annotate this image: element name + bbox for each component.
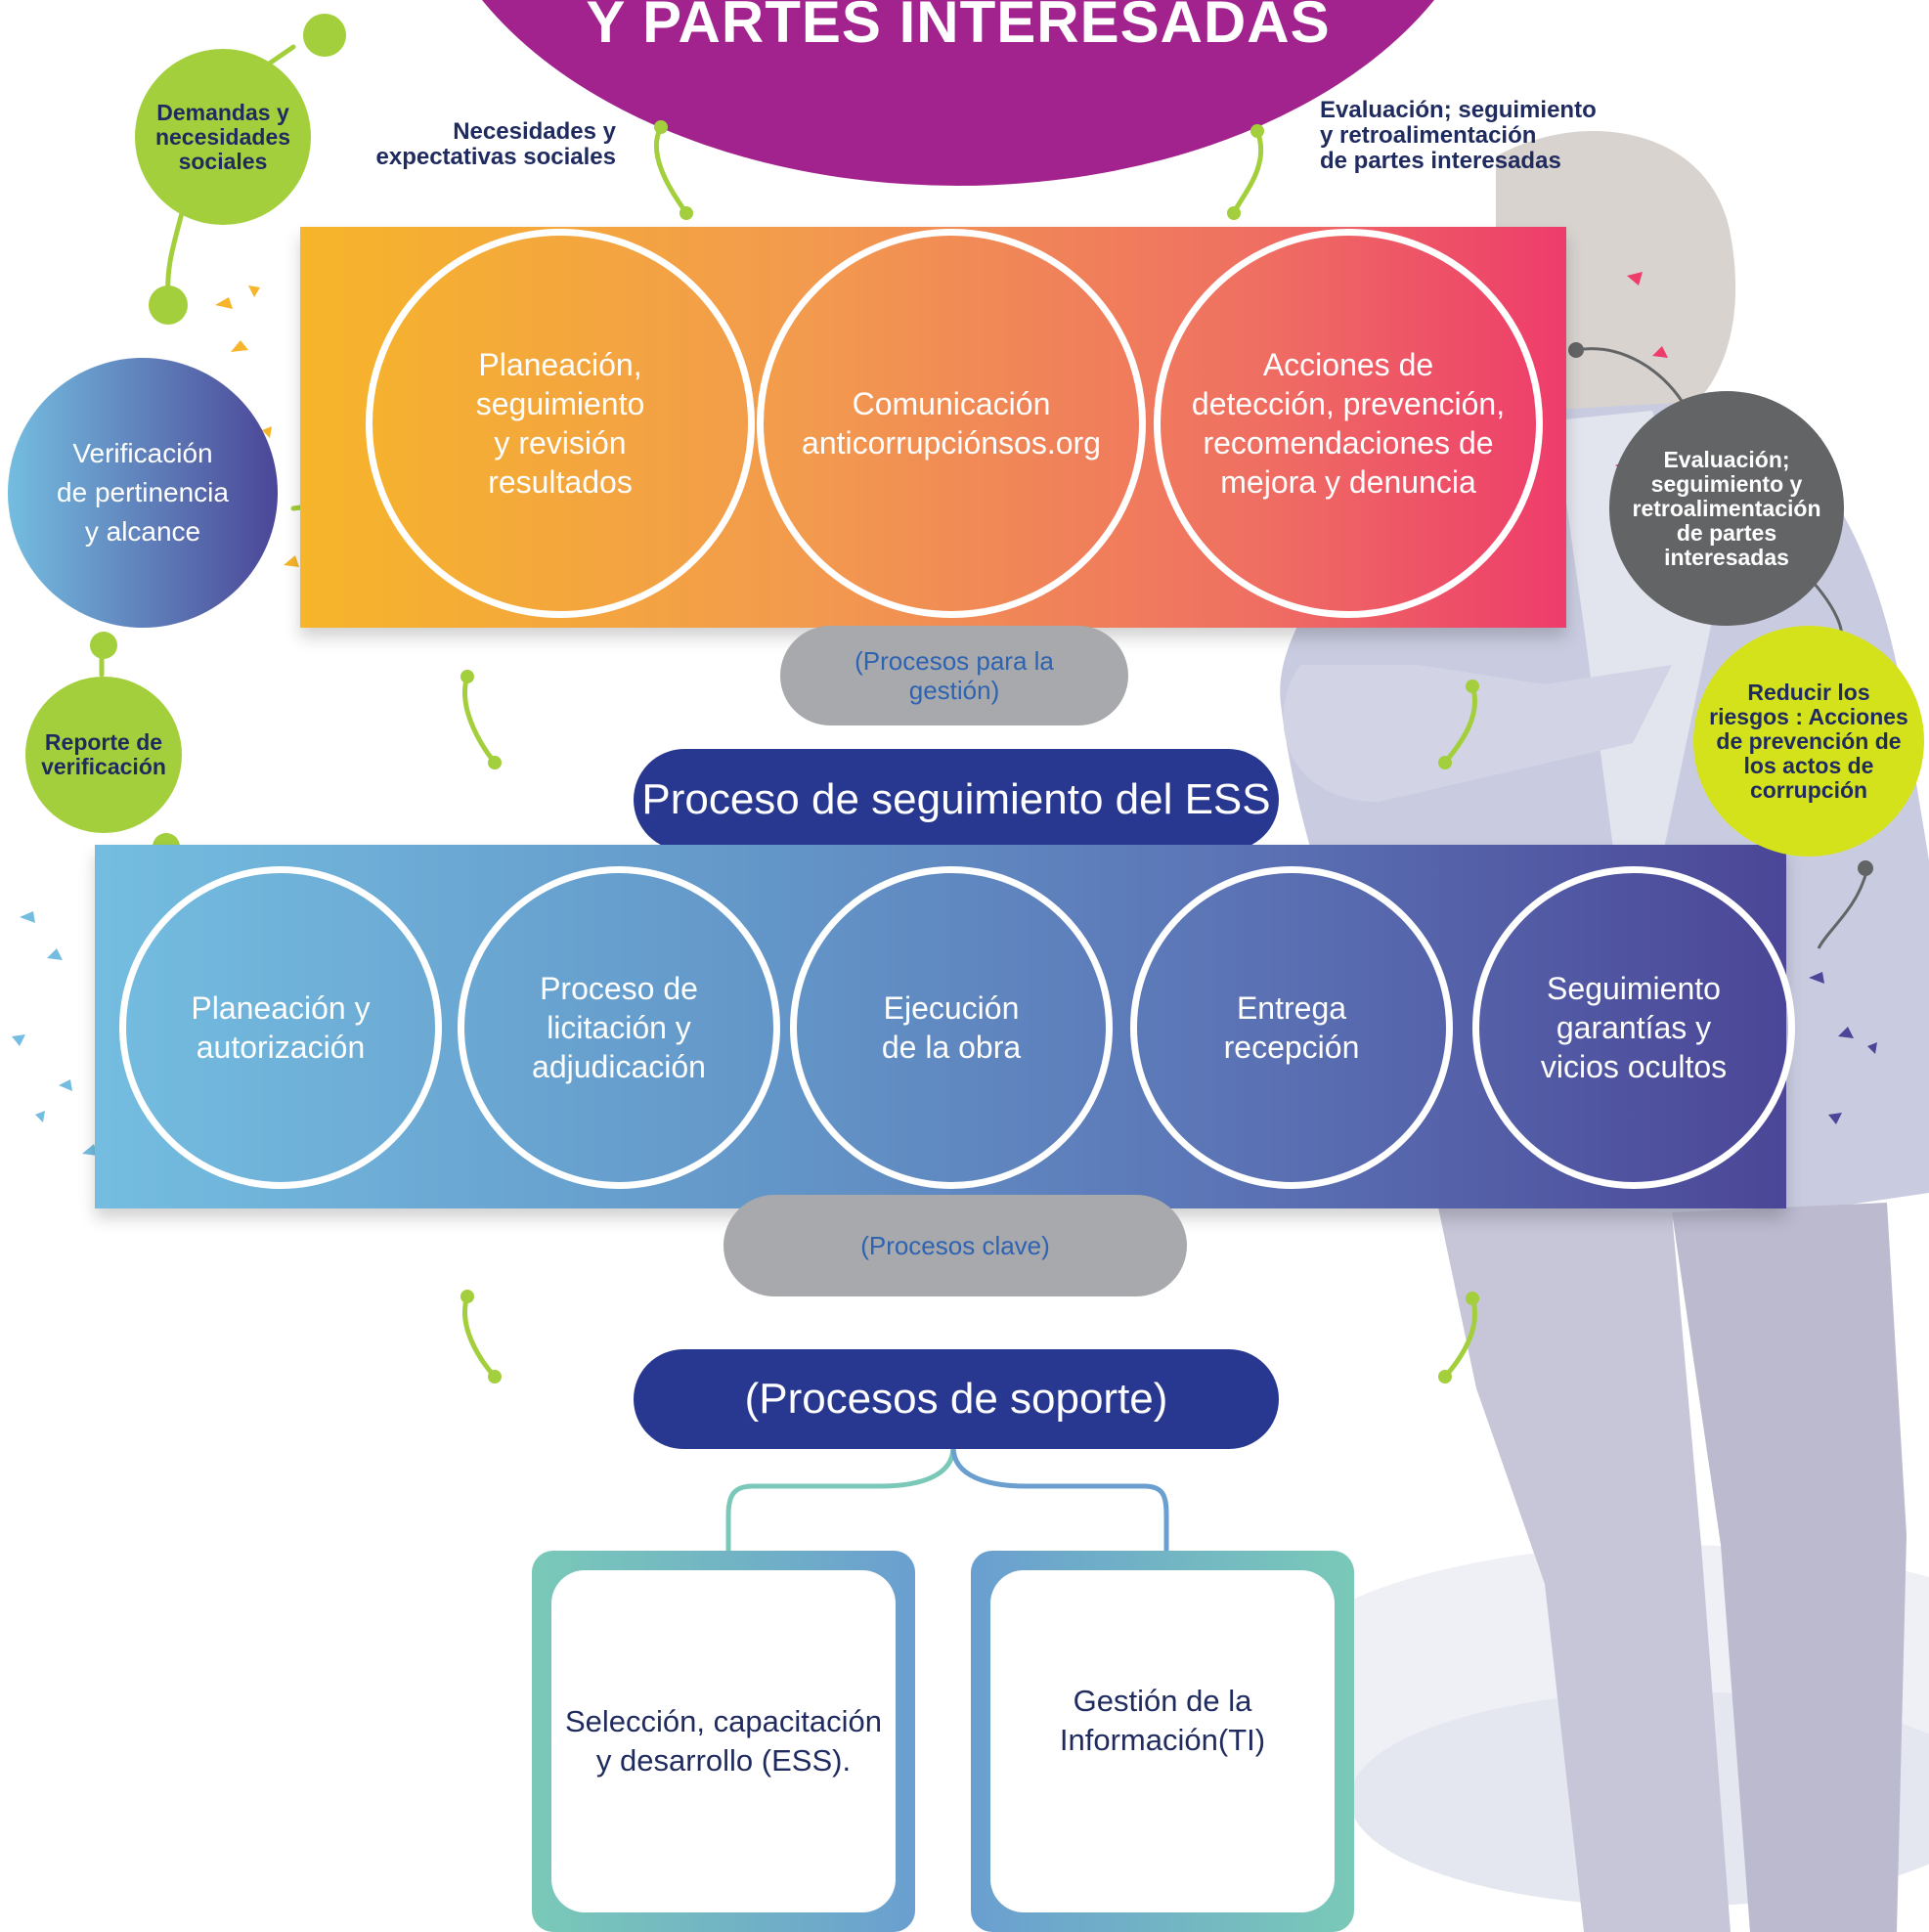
support-box-seleccion-inner: Selección, capacitación y desarrollo (ES… xyxy=(551,1570,896,1912)
circle-comunicacion: Comunicación anticorrupciónsos.org xyxy=(757,229,1146,618)
circle-planeacion-autorizacion: Planeación y autorización xyxy=(119,866,442,1189)
circle-entrega: Entrega recepción xyxy=(1130,866,1453,1189)
bubble-reducir-riesgos: Reducir los riesgos : Acciones de preven… xyxy=(1693,626,1924,856)
circle-ejecucion: Ejecución de la obra xyxy=(790,866,1113,1189)
bubble-verificacion: Verificación de pertinencia y alcance xyxy=(8,358,278,628)
circle-seguimiento-garantias: Seguimiento garantías y vicios ocultos xyxy=(1472,866,1795,1189)
support-box-seleccion: Selección, capacitación y desarrollo (ES… xyxy=(532,1551,915,1932)
circle-planeacion-seguimiento: Planeación, seguimiento y revisión resul… xyxy=(366,229,755,618)
label-procesos-clave: (Procesos clave) xyxy=(723,1195,1187,1296)
bubble-demandas: Demandas y necesidades sociales xyxy=(135,49,311,225)
seguimiento-title: Proceso de seguimiento del ESS xyxy=(634,749,1279,851)
label-procesos-gestion: (Procesos para la gestión) xyxy=(780,626,1128,725)
page-title: Y PARTES INTERESADAS xyxy=(586,0,1331,55)
circle-acciones-deteccion: Acciones de detección, prevención, recom… xyxy=(1154,229,1543,618)
bubble-reporte: Reporte de verificación xyxy=(25,677,182,833)
bubble-evaluacion: Evaluación; seguimiento y retroalimentac… xyxy=(1609,391,1844,626)
support-box-gestion-informacion: Gestión de la Información(TI) xyxy=(971,1551,1354,1932)
note-evaluacion-top: Evaluación; seguimiento y retroalimentac… xyxy=(1320,97,1597,174)
note-necesidades: Necesidades y expectativas sociales xyxy=(375,118,617,170)
soporte-title: (Procesos de soporte) xyxy=(634,1349,1279,1449)
support-box-gestion-informacion-inner: Gestión de la Información(TI) xyxy=(990,1570,1335,1912)
circle-licitacion: Proceso de licitación y adjudicación xyxy=(458,866,780,1189)
